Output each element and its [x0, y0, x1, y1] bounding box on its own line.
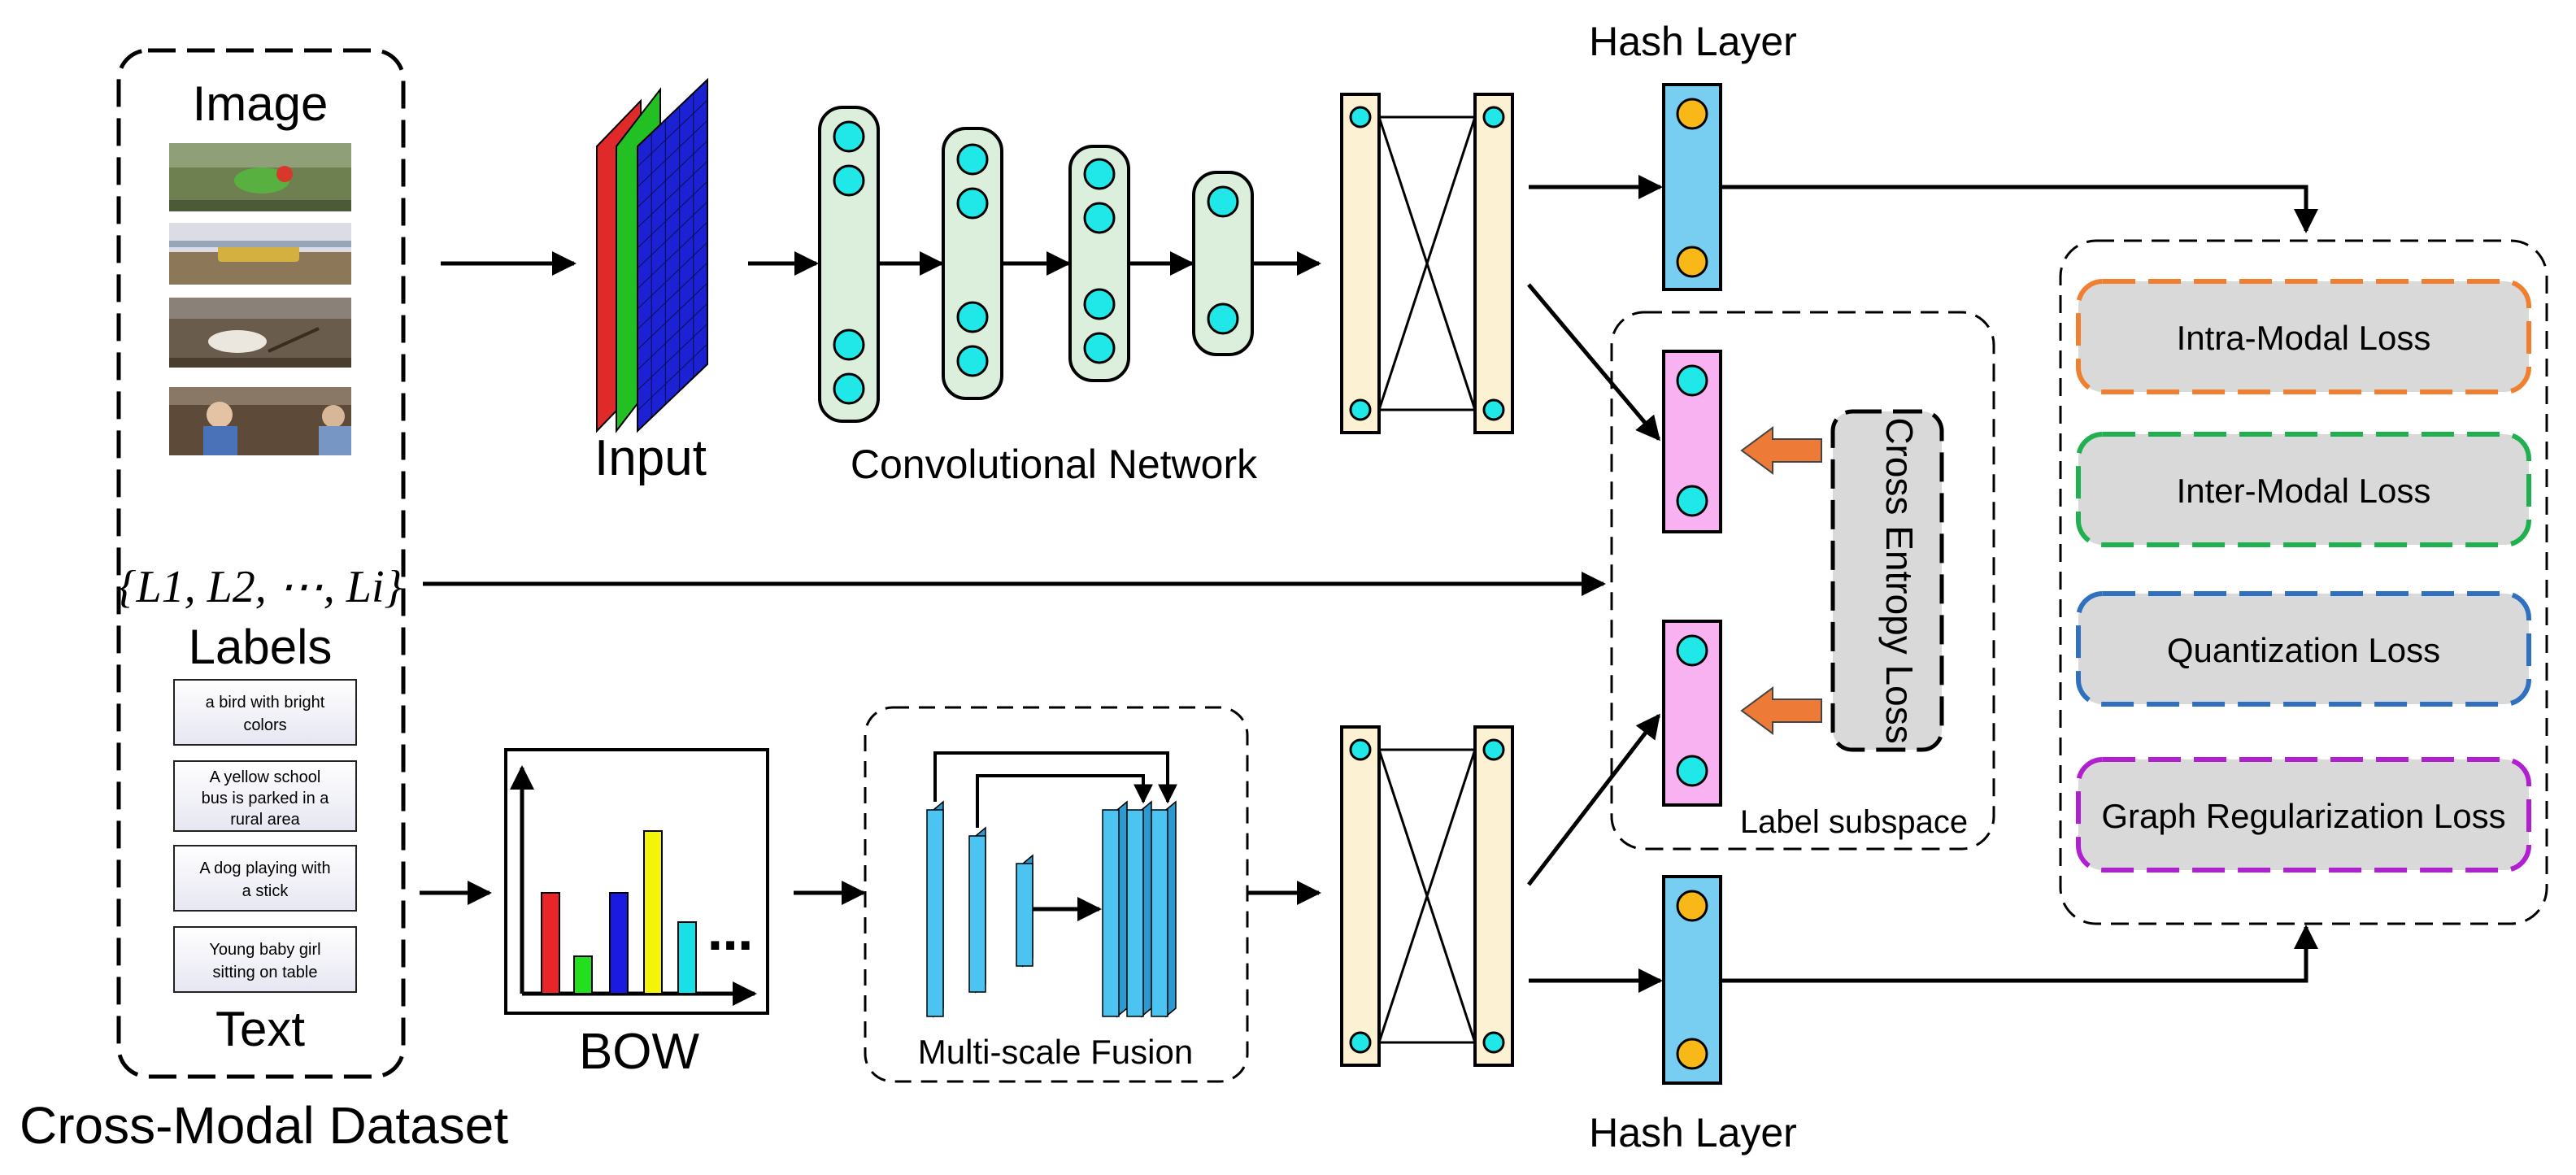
loss-inter-modal: Inter-Modal Loss — [2076, 432, 2531, 547]
thumbnail-dog — [169, 298, 351, 368]
bow-bar-1 — [541, 892, 560, 994]
caption-box-4: Young baby girl sitting on table — [173, 926, 357, 993]
fusion-bar-2 — [968, 835, 986, 993]
label-subspace-panel: Cross Entropy Loss Label subspace — [1610, 311, 1995, 851]
conv-node-1-3 — [833, 329, 865, 361]
loss-quantization: Quantization Loss — [2076, 591, 2531, 707]
cross-entropy-arrow-top — [1740, 426, 1822, 475]
thumbnail-bus — [169, 223, 351, 285]
conv-node-2-2 — [956, 187, 989, 220]
loss-intra-modal: Intra-Modal Loss — [2076, 279, 2531, 394]
loss-graph-regularization: Graph Regularization Loss — [2076, 757, 2531, 873]
fusion-bar-3 — [1016, 863, 1033, 967]
dataset-title: Cross-Modal Dataset — [20, 1096, 508, 1155]
arrow-text-fc-to-label — [1527, 713, 1660, 886]
caption-2-line-1: A yellow school — [210, 768, 321, 786]
cross-entropy-label: Cross Entropy Loss — [1878, 417, 1921, 743]
caption-box-1: a bird with bright colors — [173, 679, 357, 746]
conv-node-1-2 — [833, 164, 865, 197]
conv-node-2-3 — [956, 301, 989, 333]
conv-node-3-1 — [1083, 158, 1116, 190]
multi-scale-fusion — [864, 706, 1249, 1083]
bow-bar-5 — [677, 921, 697, 994]
caption-box-3: A dog playing with a stick — [173, 845, 357, 912]
caption-2-line-3: rural area — [230, 811, 300, 829]
input-label: Input — [594, 430, 707, 486]
bow-chart: ⋯ — [504, 748, 769, 1015]
text-label: Text — [215, 1002, 305, 1056]
caption-box-2: A yellow school bus is parked in a rural… — [173, 760, 357, 832]
cross-entropy-box — [1830, 409, 1944, 752]
thumbnail-bird — [169, 143, 351, 211]
arrow-image-fc-to-label — [1527, 283, 1660, 442]
caption-1-line-2: colors — [243, 716, 286, 734]
conv-node-2-1 — [956, 143, 989, 176]
thumbnail-baby — [169, 387, 351, 455]
conv-node-4-2 — [1207, 302, 1239, 335]
loss-intra-modal-label: Intra-Modal Loss — [2177, 319, 2431, 357]
conv-node-3-2 — [1083, 202, 1116, 234]
text-hash-layer — [1662, 875, 1722, 1085]
arrow-image-hash-to-losses — [1721, 185, 2318, 233]
caption-3-line-2: a stick — [242, 882, 289, 900]
fusion-bar-6 — [1151, 809, 1168, 1017]
conv-network-label: Convolutional Network — [851, 442, 1258, 487]
label-subspace-label: Label subspace — [1740, 804, 1968, 840]
fusion-bar-5 — [1126, 809, 1144, 1017]
loss-panel: Intra-Modal Loss Inter-Modal Loss Quanti… — [2059, 239, 2548, 925]
bow-ellipsis: ⋯ — [707, 920, 753, 971]
image-fc-block — [1340, 93, 1514, 434]
conv-node-4-1 — [1207, 185, 1239, 218]
caption-4-line-2: sitting on table — [213, 964, 318, 981]
conv-node-2-4 — [956, 345, 989, 377]
conv-network — [818, 106, 1321, 423]
fusion-bar-4 — [1102, 809, 1120, 1017]
text-fc-block — [1340, 725, 1514, 1067]
labels-set: {L1, L2, ⋯, Li} — [118, 562, 402, 612]
loss-inter-modal-label: Inter-Modal Loss — [2177, 472, 2431, 510]
labels-label: Labels — [189, 620, 333, 674]
conv-node-1-1 — [833, 120, 865, 153]
caption-3-line-1: A dog playing with — [199, 859, 330, 877]
input-tensor — [596, 77, 708, 433]
conv-node-3-3 — [1083, 288, 1116, 320]
caption-2-line-2: bus is parked in a — [202, 790, 330, 807]
fusion-bar-1 — [926, 809, 944, 1017]
dataset-panel: Image {L1 — [116, 48, 406, 1079]
image-label: Image — [193, 76, 329, 131]
bow-bar-4 — [643, 830, 663, 994]
loss-quantization-label: Quantization Loss — [2167, 631, 2440, 669]
bow-bar-3 — [609, 892, 629, 994]
arrow-text-hash-to-losses — [1721, 925, 2318, 983]
cross-entropy-arrow-bottom — [1740, 686, 1822, 735]
bow-label: BOW — [579, 1024, 700, 1080]
caption-4-line-1: Young baby girl — [209, 941, 320, 959]
caption-1-line-1: a bird with bright — [206, 694, 325, 712]
conv-node-3-4 — [1083, 332, 1116, 364]
text-hash-label: Hash Layer — [1589, 1110, 1797, 1155]
loss-graph-regularization-label: Graph Regularization Loss — [2101, 797, 2505, 835]
image-hash-label: Hash Layer — [1589, 19, 1797, 64]
conv-node-1-4 — [833, 372, 865, 405]
image-hash-layer — [1662, 83, 1722, 291]
bow-bar-2 — [573, 955, 593, 994]
fusion-label: Multi-scale Fusion — [918, 1033, 1193, 1071]
